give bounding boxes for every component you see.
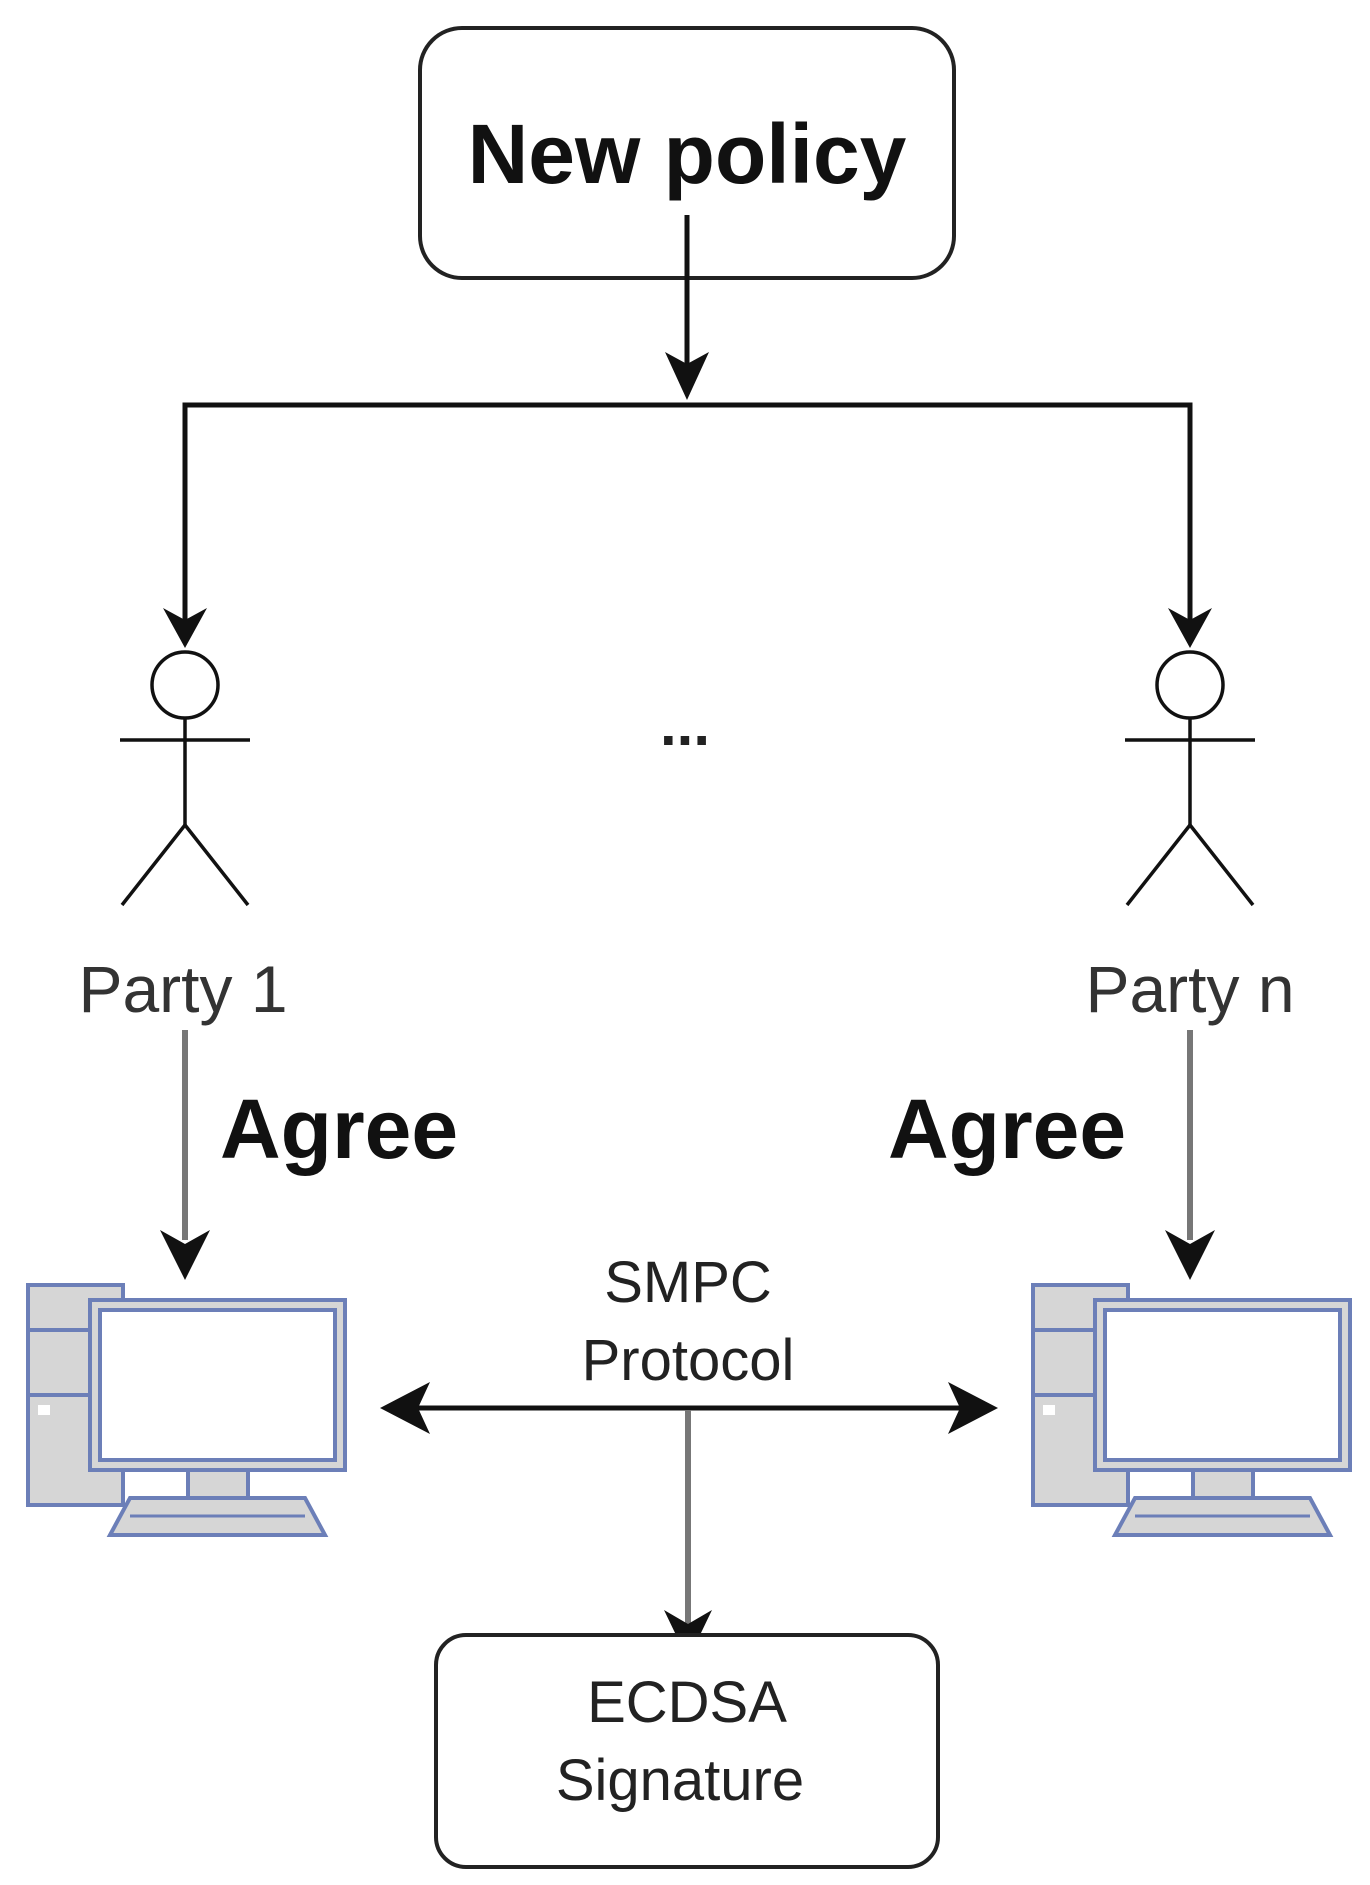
ecdsa-label-line2: Signature [556, 1748, 804, 1813]
smpc-bidirectional-arrow [380, 1382, 998, 1434]
smpc-protocol-line1: SMPC [604, 1250, 772, 1315]
policy-down-arrow [665, 215, 709, 400]
party-n-actor-icon [1125, 650, 1255, 907]
ecdsa-label-line1: ECDSA [587, 1670, 787, 1735]
split-connector [163, 402, 1212, 648]
smpc-protocol-line2: Protocol [582, 1328, 795, 1393]
party-1-computer-icon [26, 1283, 347, 1537]
party-n-agree-label: Agree [888, 1082, 1126, 1176]
party-n-computer-icon [1031, 1283, 1352, 1537]
new-policy-label: New policy [468, 107, 907, 201]
ecdsa-signature-node: ECDSA Signature [434, 1633, 940, 1869]
party-n-label: Party n [1085, 952, 1294, 1026]
party-1-agree-label: Agree [220, 1082, 458, 1176]
ellipsis: ... [660, 691, 710, 758]
party-1-label: Party 1 [78, 952, 287, 1026]
signature-down-arrow [664, 1410, 712, 1660]
party-n-agree-arrow [1165, 1030, 1215, 1280]
party-1-actor-icon [120, 650, 250, 907]
new-policy-node: New policy [418, 26, 956, 280]
party-1-agree-arrow [160, 1030, 210, 1280]
